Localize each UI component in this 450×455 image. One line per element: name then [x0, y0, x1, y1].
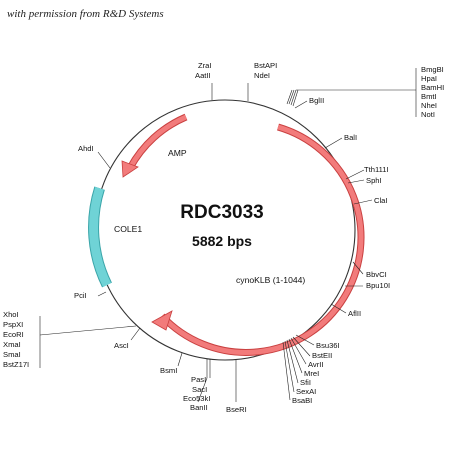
site-label-hpai: HpaI	[421, 74, 437, 83]
site-label-bsu36i: Bsu36I	[316, 341, 340, 350]
site-label-zrai: ZraI	[198, 61, 212, 70]
site-label-aflii: AflII	[348, 309, 361, 318]
cynoklb-arrow-body[interactable]	[160, 124, 364, 355]
site-label-bsmi: BsmI	[160, 366, 177, 375]
site-label-sexai: SexAI	[296, 387, 316, 396]
cole1-origin-feature[interactable]	[89, 186, 112, 287]
site-label-bseri: BseRI	[226, 405, 247, 414]
site-label-bbvci: BbvCI	[366, 270, 387, 279]
credit-text: with permission from R&D Systems	[7, 8, 164, 20]
amp-arrow-body[interactable]	[127, 114, 187, 170]
site-label-bsteii: BstEII	[312, 351, 332, 360]
site-label-xmai: XmaI	[3, 340, 21, 349]
site-label-bamhi: BamHI	[421, 83, 444, 92]
site-label-xhoi: XhoI	[3, 310, 19, 319]
cole1-label: COLE1	[114, 224, 142, 234]
site-label-bsabi: BsaBI	[292, 396, 312, 405]
site-label-mrei: MreI	[304, 369, 319, 378]
site-label-pcii: PciI	[74, 291, 87, 300]
site-label-bstapi: BstAPI	[254, 61, 277, 70]
amp-label: AMP	[168, 148, 187, 158]
site-label-ecori: EcoRI	[3, 330, 24, 339]
site-label-avrii: AvrII	[308, 360, 323, 369]
plasmid-name: RDC3033	[180, 202, 263, 223]
site-label-banii: BanII	[190, 403, 208, 412]
site-label-bglii: BglII	[309, 96, 324, 105]
site-label-pspxi: PspXI	[3, 320, 23, 329]
site-label-eco53ki: Eco53kI	[183, 394, 210, 403]
site-label-ahdi: AhdI	[78, 144, 94, 153]
site-label-asci: AscI	[114, 341, 129, 350]
site-label-bmti: BmtI	[421, 92, 437, 101]
site-label-smai: SmaI	[3, 350, 21, 359]
site-label-bstz17i: BstZ17I	[3, 360, 29, 369]
site-label-ndei: NdeI	[254, 71, 270, 80]
site-label-bmgbi: BmgBI	[421, 65, 444, 74]
site-label-tth111i: Tth111I	[364, 165, 389, 174]
site-label-pasi: PasI	[191, 375, 206, 384]
plasmid-size: 5882 bps	[192, 233, 252, 249]
site-leader-lines	[39, 68, 417, 403]
amp-arrow-head	[121, 160, 139, 178]
site-label-noti: NotI	[421, 110, 435, 119]
site-label-sfii: SfiI	[300, 378, 311, 387]
cynoklb-arrow-head	[151, 310, 173, 331]
amp-arrow-outline	[126, 113, 188, 170]
site-label-sphi: SphI	[366, 176, 382, 185]
cynoklb-label: cynoKLB (1-1044)	[236, 275, 305, 285]
site-label-bali: BalI	[344, 133, 357, 142]
site-label-clai: ClaI	[374, 196, 388, 205]
site-label-aatii: AatII	[195, 71, 211, 80]
site-label-bpu10i: Bpu10I	[366, 281, 390, 290]
site-label-saci: SacI	[192, 385, 207, 394]
site-label-nhei: NheI	[421, 101, 437, 110]
